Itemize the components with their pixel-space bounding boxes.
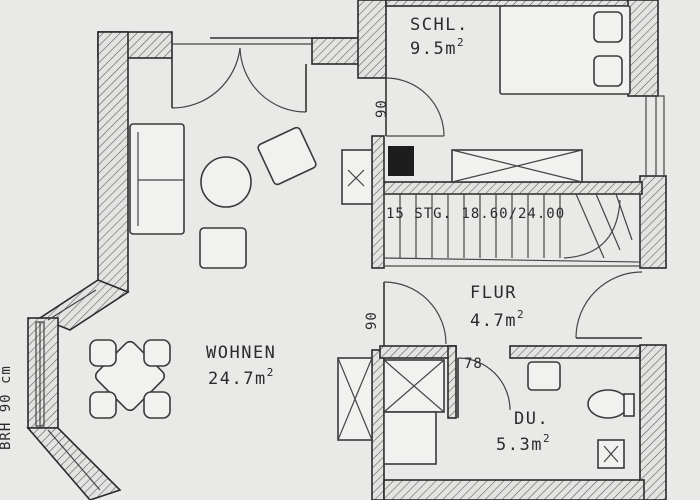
margin-note: BRH 90 cm <box>0 365 14 450</box>
wall-bath-inner <box>447 345 457 419</box>
label-flur-unit: 2 <box>517 308 525 321</box>
armchair-2 <box>199 227 247 269</box>
dim-door-bath: 78 <box>464 356 483 372</box>
svg-text:24.7m2: 24.7m2 <box>208 366 275 389</box>
wall-right-lower <box>639 344 667 500</box>
wall-left <box>97 31 129 293</box>
dim-door-mid: 90 <box>364 311 380 330</box>
dining-chair-2 <box>143 339 171 367</box>
label-wohnen-unit: 2 <box>267 366 275 379</box>
dining-chair-3 <box>89 391 117 419</box>
label-wohnen-area: 24.7m <box>208 369 267 389</box>
label-du-name: DU. <box>514 409 549 429</box>
room-labels: SCHL. 9.5m2 WOHNEN 24.7m2 FLUR 4.7m2 DU.… <box>206 15 551 455</box>
armchair-1 <box>257 126 317 186</box>
windows <box>35 95 665 491</box>
sink <box>527 361 561 391</box>
wall-top-right-upper <box>357 0 387 79</box>
bathroom-furniture <box>383 359 635 469</box>
wall-right-upper <box>639 175 667 269</box>
dim-door-top: 90 <box>374 99 390 118</box>
pillow-2 <box>593 55 623 87</box>
window-right <box>655 95 665 177</box>
wall-vert-lower <box>371 349 385 500</box>
label-du-area: 5.3m <box>496 435 543 455</box>
living-furniture <box>89 123 414 441</box>
round-table <box>200 156 252 208</box>
svg-text:5.3m2: 5.3m2 <box>496 432 551 455</box>
stairs: 15 STG. 18.60/24.00 <box>383 193 641 267</box>
shower-tray <box>383 411 437 465</box>
wall-stair-top <box>379 181 643 195</box>
label-du-unit: 2 <box>543 432 551 445</box>
doors <box>171 43 647 418</box>
wall-bay-upper <box>38 279 130 331</box>
wall-flur-du-right <box>509 345 641 359</box>
label-flur-name: FLUR <box>470 283 517 303</box>
sofa <box>129 123 185 235</box>
door-right-arc <box>575 271 643 339</box>
label-schl-unit: 2 <box>457 36 465 49</box>
dining-chair-1 <box>89 339 117 367</box>
label-schl-area: 9.5m <box>410 39 457 59</box>
wall-bay-side <box>27 317 59 429</box>
dimension-labels: 90 90 78 BRH 90 cm <box>0 99 483 450</box>
label-schl-name: SCHL. <box>410 15 469 35</box>
wall-flur-du-left <box>379 345 457 359</box>
label-wohnen-name: WOHNEN <box>206 343 276 363</box>
wall-bedroom-top <box>385 0 647 7</box>
wall-bedroom-right <box>627 0 659 97</box>
wall-bottom <box>383 479 645 500</box>
bedroom-furniture <box>451 5 631 183</box>
chimney <box>388 146 414 176</box>
dining-chair-4 <box>143 391 171 419</box>
wall-bay-lower <box>26 427 122 500</box>
stair-label: 15 STG. 18.60/24.00 <box>386 206 565 222</box>
wall-vert-upper <box>371 135 385 269</box>
pillow-1 <box>593 11 623 43</box>
svg-text:9.5m2: 9.5m2 <box>410 36 465 59</box>
toilet <box>587 389 629 419</box>
svg-text:4.7m2: 4.7m2 <box>470 308 525 331</box>
walls <box>26 0 667 500</box>
label-flur-area: 4.7m <box>470 311 517 331</box>
